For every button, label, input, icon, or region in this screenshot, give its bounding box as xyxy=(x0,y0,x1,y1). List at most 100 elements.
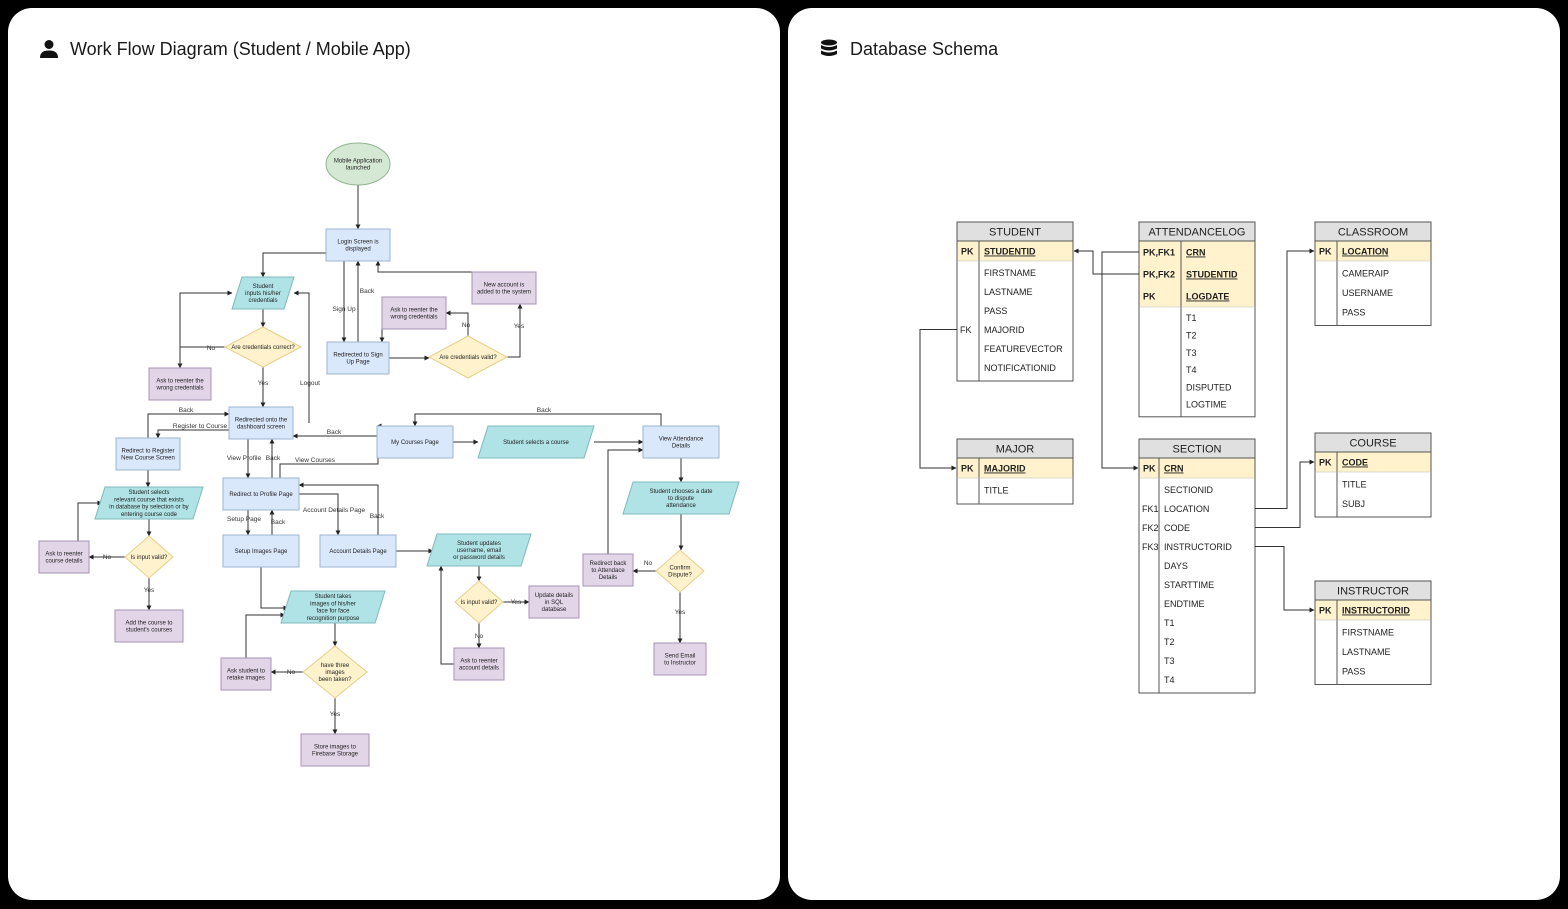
flow-edge-label: No xyxy=(644,560,653,567)
flow-edge-label: Setup Page xyxy=(227,516,261,523)
flow-node-input-valid1: Is input valid? xyxy=(124,535,174,579)
flow-node-label: Are credentials correct? xyxy=(231,345,295,351)
flow-node-label: Student selects a course xyxy=(503,440,569,446)
key-type: PK,FK2 xyxy=(1143,270,1175,280)
relation-student-major xyxy=(919,329,957,471)
flow-edge xyxy=(260,252,326,278)
field-name: SECTIONID xyxy=(1164,485,1214,495)
relation-section-classroom xyxy=(1255,248,1315,509)
flow-node-label: Is input valid? xyxy=(461,600,498,606)
field-name: LOGTIME xyxy=(1186,400,1227,410)
field-name: CAMERAIP xyxy=(1342,268,1389,278)
field-name: LASTNAME xyxy=(984,287,1033,297)
flow-edge xyxy=(507,303,523,358)
table-row: LASTNAME xyxy=(1342,647,1391,657)
schema-panel-header: Database Schema xyxy=(818,36,998,62)
table-row: LASTNAME xyxy=(984,287,1033,297)
flow-edge xyxy=(438,565,454,665)
field-name: PASS xyxy=(1342,307,1365,317)
flow-edge xyxy=(260,567,289,611)
table-row: TITLE xyxy=(984,486,1009,496)
flow-edge xyxy=(412,413,662,427)
flow-node-cred-valid: Are credentials valid? xyxy=(427,335,509,379)
field-name: INSTRUCTORID xyxy=(1164,542,1232,552)
table-row: FIRSTNAME xyxy=(984,268,1036,278)
flow-edge-label: Yes xyxy=(675,609,686,616)
field-name: PASS xyxy=(1342,666,1365,676)
flow-node-my-courses: My Courses Page xyxy=(376,425,454,459)
flow-node-label: Is input valid? xyxy=(131,555,168,561)
flow-node-selects-course: Student selects a course xyxy=(477,425,595,459)
key-type: PK xyxy=(1319,247,1332,257)
field-name: T1 xyxy=(1186,313,1197,323)
flow-edge xyxy=(299,493,341,536)
table-row: T4 xyxy=(1164,675,1175,685)
field-name: CRN xyxy=(1186,248,1206,258)
flow-edge xyxy=(245,612,286,658)
flow-edge-label: No xyxy=(462,322,471,329)
flow-node-input-valid2: Is input valid? xyxy=(454,580,504,624)
flow-edge xyxy=(293,290,310,423)
table-row: CAMERAIP xyxy=(1342,268,1389,278)
table-name: INSTRUCTOR xyxy=(1337,586,1409,598)
table-row: PASS xyxy=(1342,307,1365,317)
flow-edge xyxy=(155,429,229,439)
flow-edge-label: Register to Course xyxy=(173,423,228,430)
flow-node-cred-correct: Are credentials correct? xyxy=(223,326,303,368)
table-name: STUDENT xyxy=(989,227,1041,239)
flow-edge xyxy=(147,411,230,438)
field-name: MAJORID xyxy=(984,325,1025,335)
flow-edge-label: Back xyxy=(360,288,375,295)
table-row: LOGTIME xyxy=(1186,400,1227,410)
field-name: USERNAME xyxy=(1342,288,1393,298)
flow-edge-label: Account Details Page xyxy=(303,507,366,514)
field-name: FEATUREVECTOR xyxy=(984,344,1063,354)
table-row-key: PK,FK1 CRN xyxy=(1143,248,1206,258)
field-name: DAYS xyxy=(1164,561,1188,571)
flow-edge-label: No xyxy=(475,633,484,640)
flow-node-label: Account Details Page xyxy=(329,549,387,555)
flow-edge xyxy=(77,500,103,541)
field-name: LOCATION xyxy=(1164,504,1209,514)
flow-edge xyxy=(298,482,379,535)
flow-edge-label: No xyxy=(103,554,112,561)
flow-edge-label: Yes xyxy=(330,711,341,718)
field-name: T1 xyxy=(1164,618,1175,628)
field-name: DISPUTED xyxy=(1186,382,1232,392)
flow-edge-label: Sign Up xyxy=(332,306,356,313)
key-type: PK,FK1 xyxy=(1143,248,1175,258)
table-name: SECTION xyxy=(1173,444,1222,456)
field-name: SUBJ xyxy=(1342,499,1365,509)
